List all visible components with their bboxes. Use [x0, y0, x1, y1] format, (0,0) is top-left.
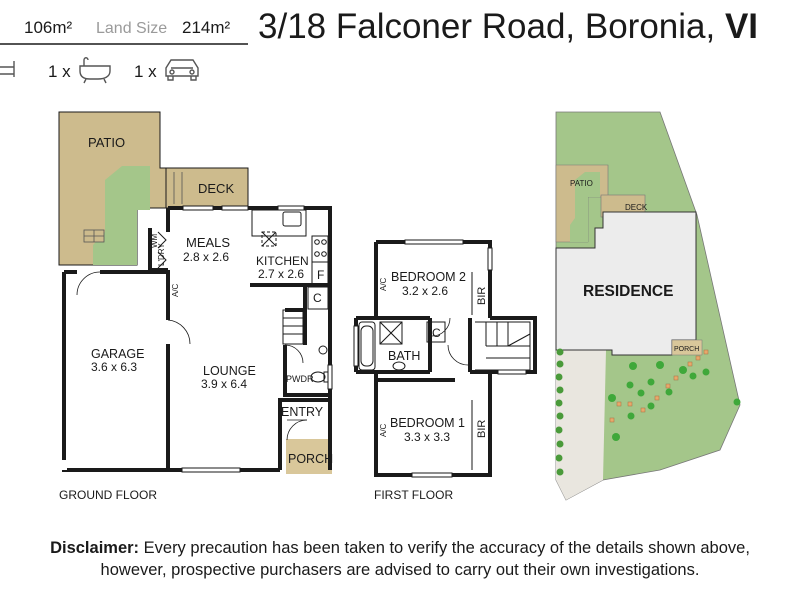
deck-steps: [173, 172, 183, 204]
disclaimer-text-1: Every precaution has been taken to verif…: [139, 539, 750, 557]
ground-floor-plan: PATIO DECK MEALS 2.8 x 2.6 KITCHEN 2.7 x…: [58, 111, 333, 502]
patio-steps: [83, 229, 105, 243]
fridge-label: F: [317, 268, 324, 282]
bedroom2-label: BEDROOM 2: [391, 270, 466, 284]
meals-label: MEALS: [186, 235, 230, 250]
garage-dimensions: 3.6 x 6.3: [91, 360, 137, 374]
porch-label: PORCH: [288, 452, 333, 466]
ac-label: A/C: [171, 283, 180, 297]
first-cupboard-label: C: [432, 326, 441, 340]
disclaimer: Disclaimer: Every precaution has been ta…: [0, 537, 800, 581]
kitchen-label: KITCHEN: [256, 254, 309, 268]
address-state: VI: [725, 7, 758, 46]
meals-dimensions: 2.8 x 2.6: [183, 250, 229, 264]
porch-area: [286, 439, 332, 474]
disclaimer-label: Disclaimer:: [50, 539, 140, 557]
disclaimer-line-2: however, prospective purchasers are advi…: [100, 561, 700, 579]
bedroom1-ac-label: A/C: [379, 423, 388, 437]
bedroom1-label: BEDROOM 1: [390, 416, 465, 430]
bed-icon: [0, 61, 15, 77]
disclaimer-line-1: Disclaimer: Every precaution has been ta…: [0, 537, 800, 559]
site-porch: [671, 339, 703, 356]
header: 106m² Land Size 214m² 3/18 Falconer Road…: [0, 7, 758, 84]
wm-label: WM: [150, 233, 159, 248]
car-count: 1 x: [134, 62, 157, 81]
site-patio-label: PATIO: [570, 179, 593, 188]
lounge-dimensions: 3.9 x 6.4: [201, 377, 247, 391]
land-size-label: Land Size: [96, 20, 167, 37]
bedroom1-dimensions: 3.3 x 3.3: [404, 430, 450, 444]
powder-label: PWDR: [286, 374, 314, 384]
entry-label: ENTRY: [281, 405, 324, 419]
garage-label: GARAGE: [91, 347, 145, 361]
lounge-label: LOUNGE: [203, 364, 256, 378]
car-icon: [165, 59, 199, 81]
first-labels: BEDROOM 2 3.2 x 2.6 A/C BIR C BATH BEDRO…: [374, 270, 488, 502]
site-labels: PATIO DECK RESIDENCE PORCH: [570, 179, 699, 353]
site-plan: PATIO DECK RESIDENCE PORCH: [555, 111, 741, 501]
cupboard-label: C: [313, 291, 322, 305]
first-floor-plan: BEDROOM 2 3.2 x 2.6 A/C BIR C BATH BEDRO…: [353, 239, 537, 502]
bath-count: 1 x: [48, 62, 71, 81]
bedroom1-bir-label: BIR: [476, 420, 488, 438]
first-floor-caption: FIRST FLOOR: [374, 488, 453, 502]
kitchen-dimensions: 2.7 x 2.6: [258, 267, 304, 281]
land-size-value: 214m²: [182, 18, 231, 37]
first-fixtures: [353, 239, 531, 478]
site-deck-label: DECK: [625, 203, 648, 212]
ldry-label: L'DRY: [157, 243, 166, 266]
address-street: 3/18 Falconer Road, Boronia,: [258, 7, 725, 46]
ground-labels: PATIO DECK MEALS 2.8 x 2.6 KITCHEN 2.7 x…: [59, 135, 333, 502]
site-hedge: [555, 348, 564, 476]
bedroom2-ac-label: A/C: [379, 277, 388, 291]
site-porch-label: PORCH: [674, 346, 699, 353]
bedroom2-bir-label: BIR: [476, 287, 488, 305]
site-shrubs: [608, 361, 741, 441]
address: 3/18 Falconer Road, Boronia, VI: [258, 7, 758, 46]
site-garden-bed: [570, 172, 600, 242]
bath-icon: [79, 57, 111, 84]
floor-area: 106m²: [24, 18, 73, 37]
bath-label: BATH: [388, 349, 420, 363]
ground-floor-caption: GROUND FLOOR: [59, 488, 157, 502]
site-driveway: [556, 350, 606, 500]
deck-label: DECK: [198, 181, 234, 196]
site-pavers: [609, 349, 709, 423]
patio-label: PATIO: [88, 135, 125, 150]
bedroom2-dimensions: 3.2 x 2.6: [402, 284, 448, 298]
residence-label: RESIDENCE: [583, 283, 673, 300]
garden-bed: [93, 166, 150, 265]
ground-fixtures: [61, 205, 333, 473]
